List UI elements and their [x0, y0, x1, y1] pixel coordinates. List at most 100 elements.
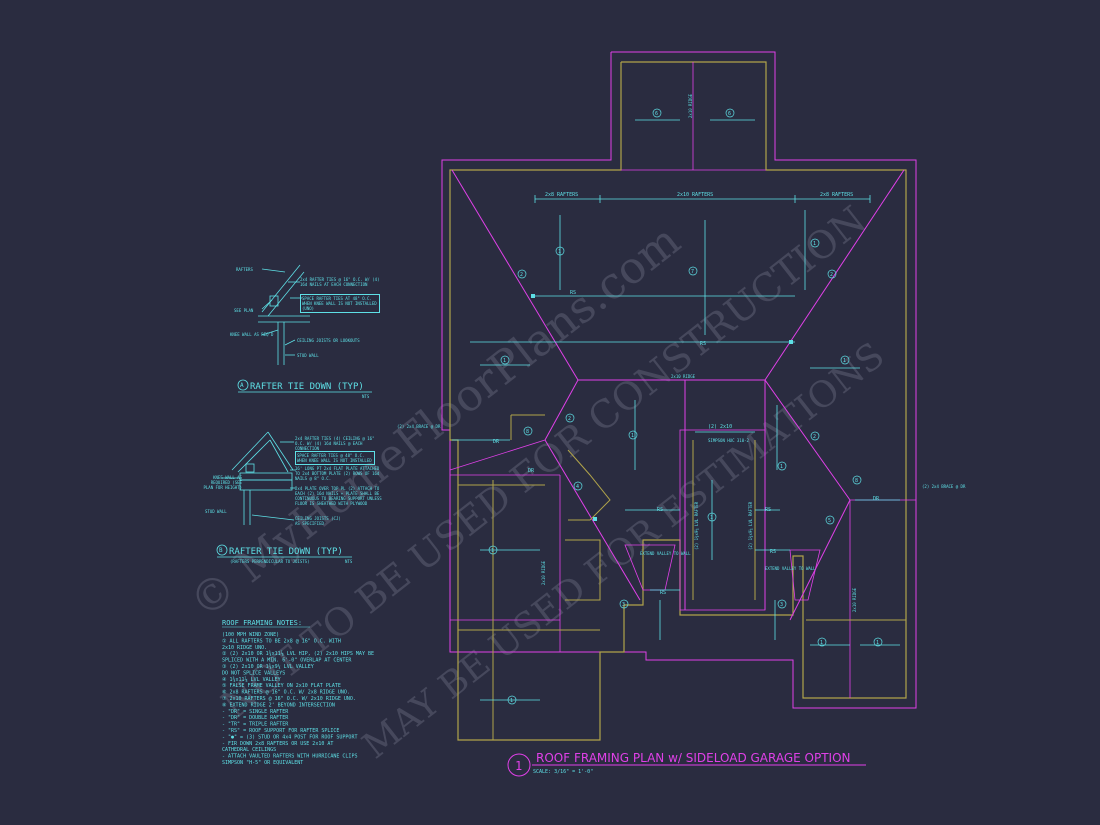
notes-line: ④ 1¾x11⅞ LVL VALLEY — [222, 676, 281, 683]
plan-callouts — [488, 108, 883, 705]
plan-labels: 2x8 RAFTERS 2x10 RAFTERS 2x8 RAFTERS RS … — [397, 93, 966, 612]
notes-line: - "●" = (3) STUD OR 4x4 POST FOR ROOF SU… — [222, 734, 357, 740]
label-ridge-right: 2x10 RIDGE — [852, 587, 857, 612]
callout-3a: 3 — [622, 602, 625, 608]
label-rs-6: RS — [660, 590, 666, 596]
callout-2d: 2 — [813, 434, 816, 440]
label-lvl-rafter-2: (2) 1¾x9¼ LVL RAFTER — [748, 501, 754, 550]
callout-1i: 1 — [820, 640, 823, 646]
detail-b-long-plate: 16' LONG PT 2x4 FLAT PLATE ATTACHED TO 2… — [295, 466, 380, 481]
callout-1j: 1 — [876, 640, 879, 646]
notes-line: - FIR DOWN 2x8 RAFTERS OR USE 2x10 AT — [222, 741, 333, 747]
roof-plan — [441, 51, 917, 741]
title-number: 1 — [515, 759, 522, 773]
notes-line: ⑥ 2x8 RAFTERS @ 16" O.C. W/ 2x8 RIDGE UN… — [222, 690, 350, 696]
detail-a: RAFTERS SEE PLAN KNEE WALL AS REQ'D 2x4 … — [230, 264, 380, 399]
notes-line: ⑦ 2x10 RAFTERS @ 16" O.C. W/ 2x10 RIDGE … — [222, 696, 356, 702]
detail-a-tag: A — [240, 382, 244, 389]
detail-a-scale: NTS — [362, 394, 370, 399]
callout-2b: 2 — [830, 272, 833, 278]
detail-b-title: RAFTER TIE DOWN (TYP) — [229, 547, 343, 557]
label-dr-left: DR — [493, 439, 500, 445]
callout-5a: 5 — [828, 518, 831, 524]
label-ridge-2x10: 2x10 RIDGE — [671, 374, 696, 379]
notes-line: SPLICED WITH A MIN. 6'-0" OVERLAP AT CEN… — [222, 658, 352, 664]
callout-2c: 2 — [568, 416, 571, 422]
detail-a-stud-wall: STUD WALL — [297, 353, 319, 358]
notes-line: CATHEDRAL CEILINGS — [222, 747, 276, 753]
detail-b-ceiling-joists: CEILING JOISTS (CJ) AS SPECIFIED — [295, 516, 341, 526]
callout-1f: 1 — [780, 464, 783, 470]
roof-outline — [441, 51, 917, 709]
callout-8a: 8 — [526, 429, 529, 435]
detail-a-title: RAFTER TIE DOWN (TYP) — [250, 382, 364, 392]
label-double-2x10: (2) 2x10 — [708, 424, 732, 430]
callout-numbers: 6 6 1 7 1 2 2 1 1 2 8 4 1 1 2 1 1 3 3 8 … — [491, 111, 879, 704]
callout-8b: 8 — [855, 478, 858, 484]
title-text: ROOF FRAMING PLAN w/ SIDELOAD GARAGE OPT… — [536, 751, 851, 765]
detail-b-spacer-note: SPACE RAFTER TIES @ 48" O.C. WHEN KNEE W… — [295, 451, 375, 465]
label-rs-5: RS — [770, 549, 776, 555]
notes-line: - "DR" = SINGLE RAFTER — [222, 709, 289, 715]
detail-a-spacer-note: SPACE RAFTER TIES AT 48" O.C. WHEN KNEE … — [300, 294, 380, 313]
detail-b-tie-note: 2x4 RAFTER TIES (4) CEILING @ 16" O.C. W… — [295, 436, 375, 451]
detail-b-stud-wall: STUD WALL — [205, 509, 227, 514]
roof-framing-notes: ROOF FRAMING NOTES: (100 MPH WIND ZONE)①… — [222, 619, 374, 766]
detail-b-knee-wall: KNEE WALL AS REQUIRED (SEE PLAN FOR HEIG… — [203, 475, 242, 490]
label-ridge-back: 2x10 RIDGE — [688, 93, 693, 118]
label-brace-right: (2) 2x4 BRACE @ DR — [922, 484, 966, 489]
callout-1c: 1 — [503, 358, 506, 364]
detail-b-subtitle: (RAFTERS PERPENDICULAR TO JOISTS) — [230, 559, 309, 564]
label-lvl-rafter-1: (2) 1¾x9¼ LVL RAFTER — [694, 501, 700, 550]
notes-line: - "RS" = ROOF SUPPORT FOR RAFTER SPLICE — [222, 728, 339, 734]
notes-line: ⑤ FALSE FRAME VALLEY ON 2x10 FLAT PLATE — [222, 683, 341, 689]
watermark: © MyHomeFloorPlans.com NOT TO BE USED FO… — [180, 197, 892, 767]
label-brace-left: (2) 2x4 BRACE @ DR — [397, 424, 441, 429]
notes-line: ① ALL RAFTERS TO BE 2x8 @ 16" O.C. WITH — [222, 638, 341, 644]
notes-line: SIMPSON "H-5" OR EQUIVALENT — [222, 760, 303, 766]
notes-line: ② (2) 2x10 OR 1¾x11⅞ LVL HIP, (2) 2x10 H… — [222, 650, 374, 657]
label-dr-mid: DR — [528, 468, 535, 474]
detail-a-tie-note: 2x4 RAFTER TIES @ 16" O.C. W/ (4) 16d NA… — [300, 277, 380, 287]
callout-1g: 1 — [710, 515, 713, 521]
label-dr-right: DR — [873, 496, 880, 502]
label-rs-3: RS — [657, 507, 663, 513]
detail-a-rafters-label: RAFTERS — [236, 267, 253, 272]
detail-b-plate-note: 2x4 PLATE OVER TOP PL (2) ATTACH TO EACH… — [295, 486, 382, 506]
callout-6b: 6 — [728, 111, 731, 117]
detail-b-scale: NTS — [345, 559, 353, 564]
notes-line: - ATTACH VAULTED RAFTERS WITH HURRICANE … — [222, 754, 357, 760]
rafter-arrows — [452, 119, 900, 701]
callout-1h: 1 — [491, 548, 494, 554]
label-rs-4: RS — [765, 507, 771, 513]
label-simpson: SIMPSON HUC 310-2 — [708, 438, 750, 443]
callout-7a: 7 — [691, 269, 694, 275]
callout-4a: 4 — [576, 484, 579, 490]
label-2x8-rafters-left: 2x8 RAFTERS — [545, 192, 578, 198]
callout-1k: 1 — [510, 698, 513, 704]
notes-line: ③ (2) 2x10 OR 1¾x9¼ LVL VALLEY — [222, 664, 314, 670]
label-ridge-garage: 2x10 RIDGE — [541, 560, 546, 585]
notes-line: DO NOT SPLICE VALLEYS — [222, 670, 285, 676]
label-extend-valley-2: EXTEND VALLEY TO WALL — [765, 566, 816, 571]
callout-3b: 3 — [780, 602, 783, 608]
callout-1d: 1 — [843, 358, 846, 364]
detail-a-knee-wall: KNEE WALL AS REQ'D — [230, 332, 274, 337]
callout-2a: 2 — [520, 272, 523, 278]
detail-a-see-plan: SEE PLAN — [234, 308, 254, 313]
notes-line: 2x10 RIDGE UNO. — [222, 645, 267, 651]
notes-line: - "DR" = DOUBLE RAFTER — [222, 715, 289, 721]
callout-1b: 1 — [813, 241, 816, 247]
detail-b-tag: B — [219, 547, 223, 554]
label-rs-2: RS — [700, 341, 706, 347]
title-block: 1 ROOF FRAMING PLAN w/ SIDELOAD GARAGE O… — [507, 751, 866, 777]
callout-6a: 6 — [655, 111, 658, 117]
label-extend-valley-1: EXTEND VALLEY TO WALL — [640, 551, 691, 556]
detail-b: 2x4 RAFTER TIES (4) CEILING @ 16" O.C. W… — [203, 431, 382, 564]
notes-line: - "TR" = TRIPLE RAFTER — [222, 722, 289, 728]
callout-1e: 1 — [631, 433, 634, 439]
notes-lines: (100 MPH WIND ZONE)① ALL RAFTERS TO BE 2… — [222, 632, 374, 766]
notes-line: ⑧ EXTEND RIDGE 2' BEYOND INTERSECTION — [222, 702, 335, 708]
